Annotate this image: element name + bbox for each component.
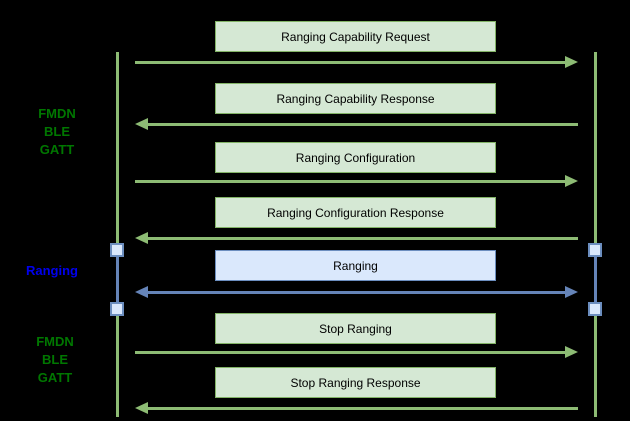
message-box-ranging-configuration-response: Ranging Configuration Response [215,197,496,228]
phase-label-fmdn-ble-gatt-bottom: FMDN BLE GATT [10,333,100,387]
arrow-line [135,180,569,183]
arrow-line [135,351,569,354]
arrowhead-right-icon [565,286,578,298]
phase-label-line: Ranging [26,263,78,278]
arrowhead-left-icon [135,286,148,298]
arrowhead-right-icon [565,56,578,68]
message-label: Stop Ranging Response [290,375,421,390]
phase-label-line: FMDN [38,106,76,121]
message-box-ranging: Ranging [215,250,496,281]
phase-label-line: GATT [39,142,75,157]
arrowhead-left-icon [135,402,148,414]
message-label: Ranging Capability Response [276,91,435,106]
lifeline-left [116,52,119,417]
ranging-start-marker-left [110,243,124,257]
message-label: Ranging Capability Request [281,29,430,44]
ranging-start-marker-right [588,243,602,257]
message-box-stop-ranging: Stop Ranging [215,313,496,344]
ranging-segment-right [594,252,597,307]
phase-label-line: BLE [44,124,70,139]
phase-label-fmdn-ble-gatt-top: FMDN BLE GATT [12,105,102,159]
message-label: Stop Ranging [319,321,392,336]
message-box-ranging-capability-request: Ranging Capability Request [215,21,496,52]
message-arrow-left [135,118,578,130]
phase-label-ranging: Ranging [7,262,97,280]
message-box-stop-ranging-response: Stop Ranging Response [215,367,496,398]
message-arrow-bidirectional [135,286,578,298]
arrow-line [144,123,578,126]
message-arrow-right [135,175,578,187]
phase-label-line: FMDN [36,334,74,349]
message-arrow-left [135,232,578,244]
arrow-line [144,237,578,240]
arrow-line [135,61,569,64]
message-label: Ranging [333,258,378,273]
arrow-line [144,291,569,294]
ranging-segment-left [116,252,119,307]
message-box-ranging-configuration: Ranging Configuration [215,142,496,173]
message-arrow-right [135,56,578,68]
message-arrow-left [135,402,578,414]
arrowhead-left-icon [135,232,148,244]
message-label: Ranging Configuration [295,150,416,165]
message-box-ranging-capability-response: Ranging Capability Response [215,83,496,114]
arrowhead-right-icon [565,175,578,187]
phase-label-line: GATT [37,370,73,385]
arrowhead-right-icon [565,346,578,358]
ranging-end-marker-right [588,302,602,316]
arrowhead-left-icon [135,118,148,130]
lifeline-right [594,52,597,417]
phase-label-line: BLE [42,352,68,367]
message-arrow-right [135,346,578,358]
ranging-end-marker-left [110,302,124,316]
message-label: Ranging Configuration Response [267,205,444,220]
arrow-line [144,407,578,410]
